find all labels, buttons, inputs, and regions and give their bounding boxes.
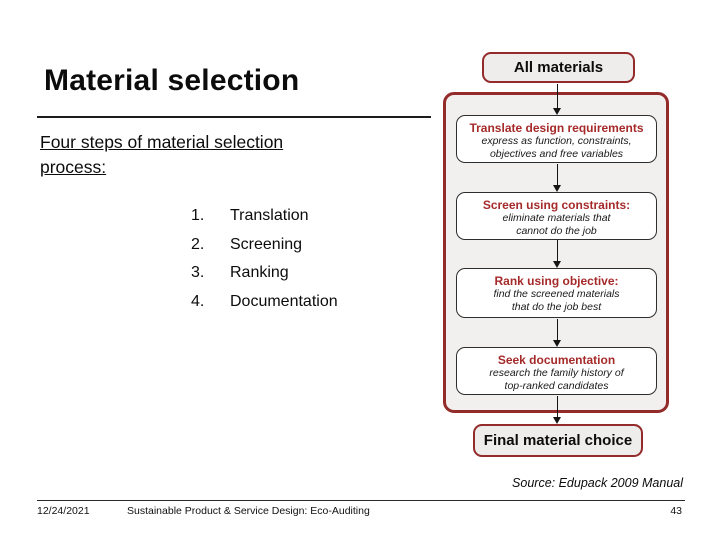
stage-header: Screen using constraints: — [482, 198, 631, 212]
stage-header: Rank using objective: — [494, 274, 619, 288]
footer-course-title: Sustainable Product & Service Design: Ec… — [127, 505, 370, 517]
step-number: 4. — [191, 292, 205, 310]
flow-start-box: All materials — [482, 52, 635, 83]
flow-arrow-down-icon — [553, 396, 562, 424]
detail-line: that do the job best — [511, 300, 602, 313]
stage-header: Translate design requirements — [469, 121, 644, 135]
steps-list: 1. Translation 2. Screening 3. Ranking 4. Do… — [191, 202, 338, 316]
step-label: Translation — [230, 207, 309, 224]
page-title: Material selection — [44, 64, 300, 97]
stage-detail: eliminate materials that cannot do the j… — [482, 212, 632, 237]
flow-end-box: Final material choice — [473, 424, 643, 457]
list-item: 3. Ranking — [191, 259, 338, 288]
detail-line: top-ranked candidates — [504, 379, 609, 392]
step-label: Ranking — [230, 264, 289, 282]
flow-stage-screen: Screen using constraints: eliminate mate… — [456, 192, 657, 240]
stage-detail: express as function, constraints, object… — [467, 135, 647, 160]
footer-date: 12/24/2021 — [37, 505, 90, 517]
detail-line: find the screened materials — [493, 288, 620, 300]
flow-arrow-down-icon — [553, 319, 562, 347]
title-divider — [37, 116, 431, 118]
stage-detail: research the family history of top-ranke… — [474, 367, 639, 392]
stage-header: Seek documentation — [497, 353, 616, 367]
flow-stage-rank: Rank using objective: find the screened … — [456, 268, 657, 318]
step-label: Documentation — [230, 292, 338, 310]
detail-line: eliminate materials that — [502, 212, 611, 224]
detail-line: express as function, constraints, — [481, 135, 632, 147]
footer-divider — [37, 500, 685, 501]
step-number: 1. — [191, 207, 205, 224]
detail-line: research the family history of — [489, 367, 624, 379]
step-number: 2. — [191, 235, 205, 253]
list-item: 4. Documentation — [191, 288, 338, 317]
flow-stage-translate: Translate design requirements express as… — [456, 115, 657, 163]
list-item: 2. Screening — [191, 231, 338, 260]
source-note: Source: Edupack 2009 Manual — [512, 476, 683, 490]
flow-arrow-down-icon — [553, 164, 562, 192]
step-number: 3. — [191, 264, 205, 282]
list-item: 1. Translation — [191, 202, 338, 231]
stage-detail: find the screened materials that do the … — [477, 288, 637, 313]
flow-stage-documentation: Seek documentation research the family h… — [456, 347, 657, 395]
detail-line: cannot do the job — [516, 224, 597, 237]
flow-arrow-down-icon — [553, 240, 562, 268]
flow-arrow-down-icon — [553, 84, 562, 115]
step-label: Screening — [230, 235, 303, 253]
subtitle: Four steps of material selection process… — [40, 132, 284, 177]
detail-line: objectives and free variables — [489, 147, 624, 160]
footer-page-number: 43 — [670, 505, 682, 517]
